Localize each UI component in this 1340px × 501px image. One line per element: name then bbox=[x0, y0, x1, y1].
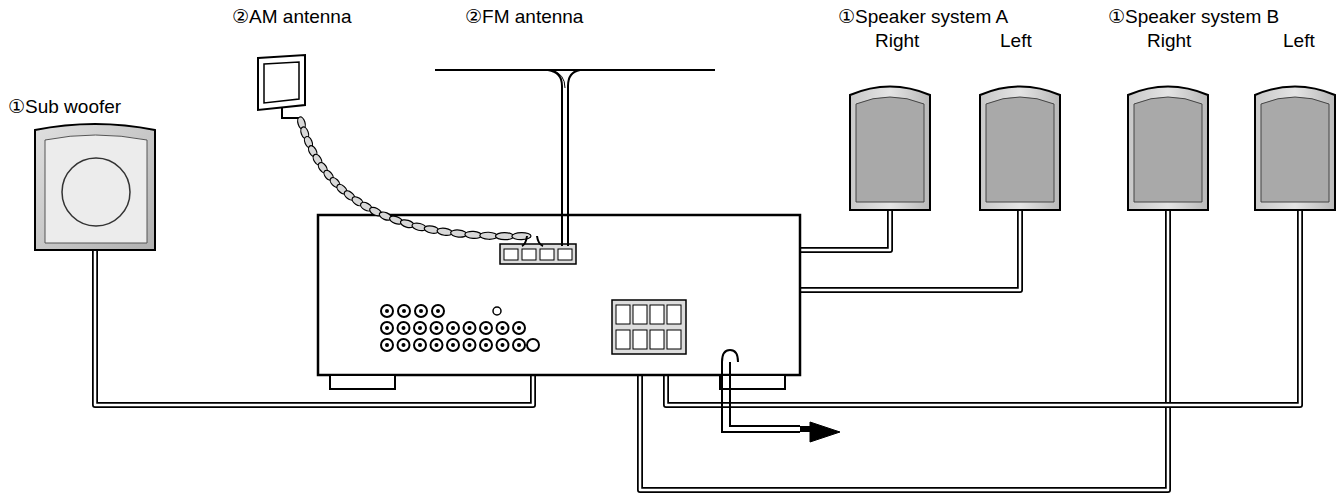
speaker-cabinet bbox=[1255, 87, 1335, 211]
jack-pin bbox=[418, 326, 422, 330]
jack-pin bbox=[435, 326, 439, 330]
jack-pin bbox=[402, 343, 406, 347]
rca-jack bbox=[480, 322, 492, 334]
speaker-terminal bbox=[667, 330, 681, 349]
jack-pin bbox=[484, 343, 488, 347]
jack-pin bbox=[418, 343, 422, 347]
speaker-terminal bbox=[650, 305, 664, 324]
am-antenna bbox=[258, 55, 543, 246]
rca-jack bbox=[398, 322, 410, 334]
rca-jack bbox=[398, 305, 410, 317]
speakers bbox=[850, 87, 1335, 211]
wire-twist bbox=[495, 233, 513, 240]
jack-pin bbox=[402, 326, 406, 330]
power-cord bbox=[722, 350, 840, 442]
part-label: ②AM antenna bbox=[232, 6, 352, 28]
rca-jack bbox=[464, 322, 476, 334]
speaker-terminal bbox=[616, 330, 630, 349]
rca-jack bbox=[414, 339, 426, 351]
antenna-terminal bbox=[558, 249, 572, 260]
rca-jack bbox=[415, 305, 427, 317]
rca-jack bbox=[447, 339, 459, 351]
rca-jack bbox=[414, 322, 426, 334]
jack-pin bbox=[435, 343, 439, 347]
part-label: ①Sub woofer bbox=[8, 96, 121, 118]
antenna-terminal bbox=[504, 249, 518, 260]
rca-jack bbox=[398, 339, 410, 351]
speaker-grille bbox=[856, 97, 924, 202]
fm-antenna bbox=[435, 70, 715, 246]
speaker-terminal bbox=[633, 305, 647, 324]
jack-pin bbox=[451, 343, 455, 347]
part-label: ①Speaker system B bbox=[1108, 6, 1279, 28]
rca-jack bbox=[381, 305, 393, 317]
receiver bbox=[318, 215, 800, 389]
jack-pin bbox=[517, 343, 521, 347]
jack-pin bbox=[385, 343, 389, 347]
wire-twist bbox=[512, 232, 531, 239]
antenna-terminal bbox=[522, 249, 536, 260]
channel-label: Left bbox=[1000, 30, 1032, 52]
rca-jack bbox=[431, 339, 443, 351]
jack-pin bbox=[468, 326, 472, 330]
speaker-grille bbox=[1261, 97, 1329, 202]
speaker-cabinet bbox=[850, 87, 930, 211]
speaker-terminal bbox=[667, 305, 681, 324]
speaker-grille bbox=[1134, 97, 1202, 202]
jack-pin bbox=[419, 309, 423, 313]
channel-label: Left bbox=[1283, 30, 1315, 52]
speaker-terminal bbox=[633, 330, 647, 349]
speaker-wires bbox=[95, 210, 1300, 490]
rca-jack bbox=[381, 339, 393, 351]
speaker-grille bbox=[986, 97, 1054, 202]
jack-pin bbox=[484, 326, 488, 330]
jack-pin bbox=[385, 326, 389, 330]
rca-jack bbox=[381, 322, 393, 334]
rca-jack bbox=[513, 339, 525, 351]
rca-jack bbox=[497, 339, 509, 351]
speaker-terminal bbox=[616, 305, 630, 324]
jack-pin bbox=[402, 309, 406, 313]
channel-label: Right bbox=[875, 30, 919, 52]
antenna-terminal bbox=[540, 249, 554, 260]
jack-pin bbox=[501, 326, 505, 330]
channel-label: Right bbox=[1147, 30, 1191, 52]
part-label: ①Speaker system A bbox=[838, 6, 1008, 28]
rca-jack bbox=[447, 322, 459, 334]
rca-jack bbox=[497, 322, 509, 334]
jack-pin bbox=[501, 343, 505, 347]
rca-jack bbox=[431, 322, 443, 334]
jack-pin bbox=[436, 309, 440, 313]
speaker-cabinet bbox=[1128, 87, 1208, 211]
rca-jack bbox=[480, 339, 492, 351]
speaker-terminal bbox=[650, 330, 664, 349]
jack-pin bbox=[517, 326, 521, 330]
jack-pin bbox=[385, 309, 389, 313]
rca-jack bbox=[464, 339, 476, 351]
jack-pin bbox=[468, 343, 472, 347]
rca-jack bbox=[432, 305, 444, 317]
jack-pin bbox=[451, 326, 455, 330]
part-label: ②FM antenna bbox=[465, 6, 583, 28]
speaker-cabinet bbox=[980, 87, 1060, 211]
rca-jack bbox=[513, 322, 525, 334]
subwoofer bbox=[35, 124, 155, 250]
